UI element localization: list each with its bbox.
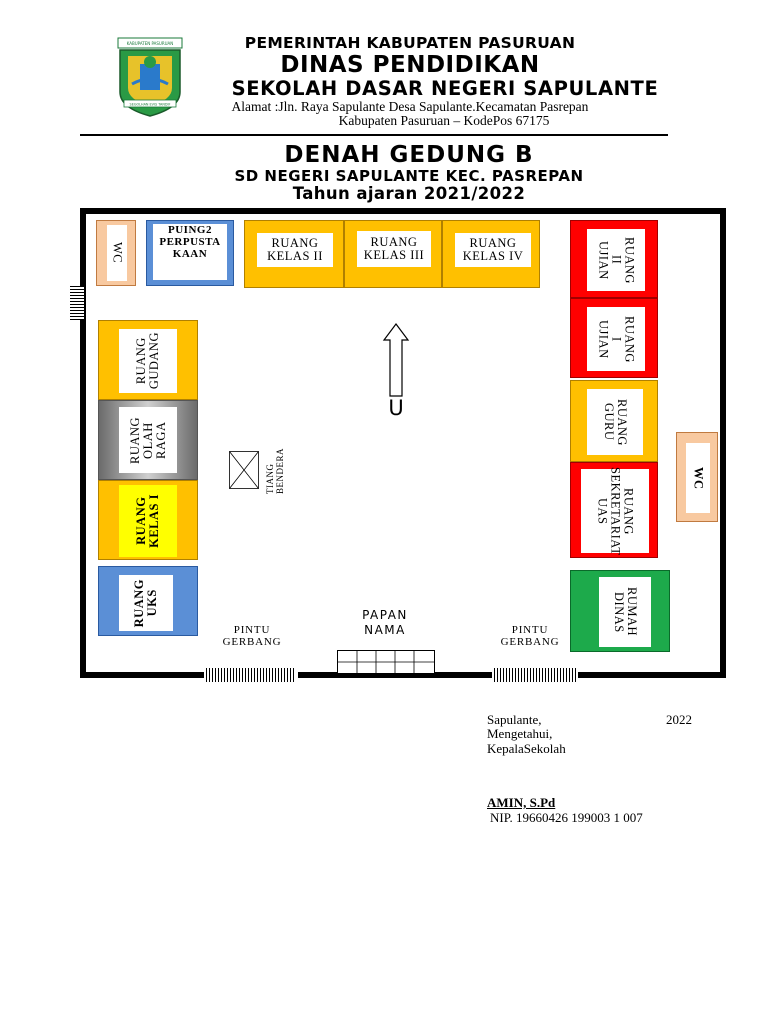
government-name: PEMERINTAH KABUPATEN PASURUAN: [244, 34, 576, 52]
room-sekretariat: RUANG SEKRETARIAT UAS: [570, 462, 658, 558]
room-rumah-dinas-label: RUMAH DINAS: [612, 587, 639, 637]
gate-right-label: PINTU GERBANG: [500, 624, 560, 648]
gate-right-hatch: [494, 668, 576, 682]
room-kelas-4: RUANG KELAS IV: [442, 220, 540, 288]
regency-logo: KABUPATEN PASURUAN SEGOLHAN EVIS TANDIF: [114, 36, 186, 118]
svg-text:SEGOLHAN EVIS TANDIF: SEGOLHAN EVIS TANDIF: [130, 103, 171, 107]
room-sekretariat-label: RUANG SEKRETARIAT UAS: [595, 466, 636, 556]
north-arrow-icon: [382, 322, 410, 398]
room-wc-right: WC: [676, 432, 718, 522]
room-uks: RUANG UKS: [98, 566, 198, 636]
signature-place: Sapulante,: [487, 712, 542, 727]
signature-role: KepalaSekolah: [487, 741, 566, 756]
room-gudang: RUANG GUDANG: [98, 320, 198, 400]
school-name: SEKOLAH DASAR NEGERI SAPULANTE: [231, 77, 659, 100]
room-olahraga: RUANG OLAH RAGA: [98, 400, 198, 480]
flagpole-label-box: TIANG BENDERA: [262, 446, 288, 496]
flagpole-label: TIANG BENDERA: [265, 448, 285, 494]
room-guru-label: RUANG GURU: [602, 398, 629, 446]
room-wc-top-label: WC: [110, 242, 125, 264]
building-outline: [80, 208, 726, 678]
room-rumah-dinas: RUMAH DINAS: [570, 570, 670, 652]
room-kelas-2-label: RUANG KELAS II: [267, 236, 323, 263]
room-ujian-1: RUANG I UJIAN: [570, 298, 658, 378]
room-perpustakaan-label: PUING2 PERPUSTA KAAN: [159, 224, 221, 260]
room-kelas-3: RUANG KELAS III: [344, 220, 442, 288]
room-kelas-3-label: RUANG KELAS III: [363, 235, 425, 262]
room-perpustakaan: PUING2 PERPUSTA KAAN: [146, 220, 234, 286]
room-uks-label: RUANG UKS: [132, 578, 159, 628]
room-ujian-2-label: RUANG II UJIAN: [596, 236, 637, 284]
header-divider: [80, 134, 668, 136]
room-guru: RUANG GURU: [570, 380, 658, 462]
room-olahraga-label: RUANG OLAH RAGA: [127, 416, 168, 464]
board-label: PAPAN NAMA: [362, 608, 408, 637]
svg-text:KABUPATEN PASURUAN: KABUPATEN PASURUAN: [127, 41, 174, 46]
signature-nip: NIP. 19660426 199003 1 007: [490, 810, 643, 825]
room-wc-right-label: WC: [691, 466, 706, 490]
flagpole-icon: [229, 451, 259, 489]
academic-year: Tahun ajaran 2021/2022: [292, 184, 526, 203]
room-ujian-2: RUANG II UJIAN: [570, 220, 658, 298]
address-line-2: Kabupaten Pasuruan – KodePos 67175: [338, 113, 550, 128]
room-kelas-1-label: RUANG KELAS I: [134, 494, 161, 548]
room-gudang-label: RUANG GUDANG: [134, 332, 161, 390]
gate-left-label: PINTU GERBANG: [222, 624, 282, 648]
gate-left-hatch: [206, 668, 296, 682]
room-kelas-2: RUANG KELAS II: [244, 220, 344, 288]
signature-year: 2022: [666, 712, 692, 727]
plan-subtitle: SD NEGERI SAPULANTE KEC. PASREPAN: [234, 167, 584, 185]
side-entrance-hatch: [70, 286, 84, 320]
room-kelas-1: RUANG KELAS I: [98, 480, 198, 560]
name-board-icon: [337, 650, 435, 674]
signature-acknowledged: Mengetahui,: [487, 726, 553, 741]
room-kelas-4-label: RUANG KELAS IV: [462, 236, 524, 263]
room-ujian-1-label: RUANG I UJIAN: [596, 315, 637, 363]
signature-name: AMIN, S.Pd: [487, 795, 556, 810]
department-name: DINAS PENDIDIKAN: [280, 52, 540, 78]
address-line-1: Alamat :Jln. Raya Sapulante Desa Sapulan…: [231, 99, 589, 114]
room-wc-top: WC: [96, 220, 136, 286]
plan-title: DENAH GEDUNG B: [284, 142, 534, 168]
north-label: U: [388, 396, 404, 420]
